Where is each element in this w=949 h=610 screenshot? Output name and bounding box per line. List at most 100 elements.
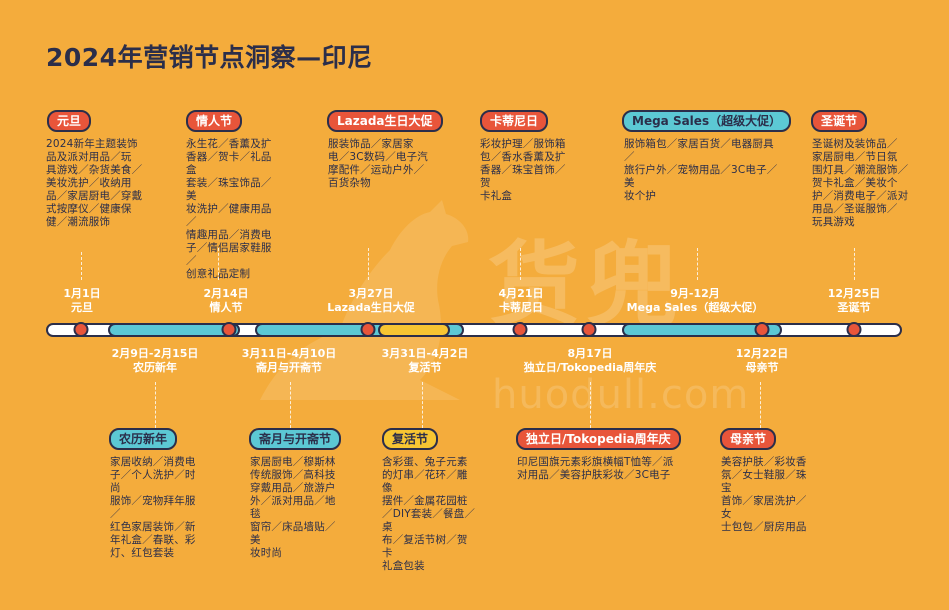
event-desc-mega-sales: 服饰箱包／家居百货／电器厨具／旅行户外／宠物用品／3C电子／美妆个护 (624, 138, 784, 203)
event-name: 独立日/Tokopedia周年庆 (523, 361, 657, 374)
event-tag-lazada: Lazada生日大促 (327, 110, 443, 132)
event-tag-mothers-day: 母亲节 (720, 428, 777, 450)
connector-line (155, 382, 156, 428)
desc-line: 创意礼品定制 (186, 268, 251, 280)
event-name: 斋月与开斋节 (256, 361, 322, 374)
event-desc-ramadan: 家居厨电／穆斯林传统服饰／高科技穿戴用品／旅游户外／派对用品／地毯窗帘／床品墙贴… (250, 456, 346, 560)
desc-line: 式按摩仪／健康保 (46, 203, 132, 215)
desc-line: 含彩蛋、兔子元素 (382, 456, 468, 468)
desc-line: 传统服饰／高科技 (250, 469, 336, 481)
desc-line: 印尼国旗元素彩旗横幅T恤等／派 (517, 456, 674, 468)
desc-line: 服饰／宠物拜年服／ (110, 495, 196, 520)
event-name: Lazada生日大促 (327, 301, 415, 314)
date-text: 3月31日-4月2日 (381, 347, 469, 360)
timeline-label-kartini: 4月21日卡蒂尼日 (499, 287, 544, 315)
event-name: 卡蒂尼日 (499, 301, 543, 314)
desc-line: 家居收纳／消费电 (110, 456, 196, 468)
desc-line: 妆洗护／健康用品／ (186, 203, 272, 228)
desc-line: 具游戏／杂货美食／ (46, 164, 143, 176)
desc-line: 美容护肤／彩妆香 (721, 456, 807, 468)
desc-line: 百货杂物 (328, 177, 371, 189)
event-desc-lunar-new-year: 家居收纳／消费电子／个人洗护／时尚服饰／宠物拜年服／红色家居装饰／新年礼盒／春联… (110, 456, 206, 560)
connector-line (290, 382, 291, 428)
desc-line: 摆件／金属花园桩 (382, 495, 468, 507)
connector-line (368, 248, 369, 280)
desc-line: 健／潮流服饰 (46, 216, 111, 228)
timeline-dot-independence (581, 322, 597, 337)
date-text: 3月27日 (348, 287, 394, 300)
timeline-range-mega-sales (622, 323, 782, 337)
desc-line: 士包包／厨房用品 (721, 521, 807, 533)
event-desc-new-year: 2024新年主题装饰品及派对用品／玩具游戏／杂货美食／美妆洗护／收纳用品／家居厨… (46, 138, 144, 229)
desc-line: 围灯具／潮流服饰／ (812, 164, 909, 176)
date-text: 9月-12月 (670, 287, 720, 300)
connector-line (81, 252, 82, 280)
event-name: 农历新年 (133, 361, 177, 374)
connector-line (760, 382, 761, 428)
desc-line: 妆时尚 (250, 547, 283, 559)
timeline-dot-mothers-day (754, 322, 770, 337)
event-tag-independence: 独立日/Tokopedia周年庆 (516, 428, 681, 450)
date-text: 1月1日 (63, 287, 101, 300)
desc-line: 贺卡礼盒／美妆个 (812, 177, 898, 189)
event-name: 母亲节 (745, 361, 779, 374)
desc-line: 用品／圣诞服饰／ (812, 203, 898, 215)
desc-line: 套装／珠宝饰品／美 (186, 177, 272, 202)
desc-line: 子／情侣居家鞋服／ (186, 242, 272, 267)
desc-line: 香器／珠宝首饰／贺 (480, 164, 566, 189)
desc-line: 妆个护 (624, 190, 657, 202)
desc-line: 摩配件／运动户外／ (328, 164, 425, 176)
event-name: 圣诞节 (837, 301, 871, 314)
event-desc-lazada: 服装饰品／家居家电／3C数码／电子汽摩配件／运动户外／百货杂物 (328, 138, 428, 190)
event-tag-mega-sales: Mega Sales（超级大促） (622, 110, 792, 132)
desc-line: 氛／女士鞋服／珠宝 (721, 469, 807, 494)
desc-line: 布／复活节树／贺卡 (382, 534, 468, 559)
event-desc-easter: 含彩蛋、兔子元素的灯串／花环／雕像摆件／金属花园桩／DIY套装／餐盘／桌布／复活… (382, 456, 478, 573)
event-desc-christmas: 圣诞树及装饰品／家居厨电／节日氛围灯具／潮流服饰／贺卡礼盒／美妆个护／消费电子／… (812, 138, 910, 229)
timeline-dot-valentines (221, 322, 237, 337)
desc-line: 子／个人洗护／时尚 (110, 469, 196, 494)
watermark-text: 货兜 (488, 232, 685, 339)
event-desc-independence: 印尼国旗元素彩旗横幅T恤等／派对用品／美容护肤彩妆／3C电子 (517, 456, 687, 482)
connector-line (422, 382, 423, 428)
desc-line: 首饰／家居洗护／女 (721, 495, 807, 520)
connector-line (697, 248, 698, 280)
timeline-label-independence: 8月17日独立日/Tokopedia周年庆 (524, 347, 657, 375)
watermark-url: huodull.com (492, 372, 750, 418)
timeline-dot-kartini (512, 322, 528, 337)
desc-line: 旅行户外／宠物用品／3C电子／美 (624, 164, 778, 189)
timeline-dot-new-year (73, 322, 89, 337)
connector-line (218, 248, 219, 280)
event-name: 复活节 (408, 361, 442, 374)
event-desc-kartini: 彩妆护理／服饰箱包／香水香薰及扩香器／珠宝首饰／贺卡礼盒 (480, 138, 576, 203)
desc-line: 电／3C数码／电子汽 (328, 151, 429, 163)
event-name: 情人节 (209, 301, 243, 314)
desc-line: 情趣用品／消费电 (186, 229, 272, 241)
desc-line: 礼盒包装 (382, 560, 425, 572)
timeline-label-mothers-day: 12月22日母亲节 (736, 347, 789, 375)
desc-line: 品／家居厨电／穿戴 (46, 190, 143, 202)
desc-line: 卡礼盒 (480, 190, 513, 202)
desc-line: 品及派对用品／玩 (46, 151, 132, 163)
desc-line: 家居厨电／节日氛 (812, 151, 898, 163)
desc-line: 服装饰品／家居家 (328, 138, 414, 150)
desc-line: 永生花／香薰及扩 (186, 138, 272, 150)
kangaroo-watermark-icon (260, 200, 469, 400)
event-tag-lunar-new-year: 农历新年 (109, 428, 178, 450)
desc-line: 灯、红包套装 (110, 547, 175, 559)
timeline-label-new-year: 1月1日元旦 (63, 287, 100, 315)
timeline-label-ramadan: 3月11日-4月10日斋月与开斋节 (242, 347, 337, 375)
timeline-range-lunar-new-year (108, 323, 240, 337)
event-tag-easter: 复活节 (382, 428, 439, 450)
timeline-label-easter: 3月31日-4月2日复活节 (382, 347, 469, 375)
event-name: Mega Sales（超级大促） (626, 301, 764, 314)
desc-line: 美妆洗护／收纳用 (46, 177, 132, 189)
desc-line: 窗帘／床品墙贴／美 (250, 521, 336, 546)
event-tag-christmas: 圣诞节 (811, 110, 868, 132)
desc-line: 护／消费电子／派对 (812, 190, 909, 202)
desc-line: 香器／贺卡／礼品盒 (186, 151, 272, 176)
event-desc-valentines: 永生花／香薰及扩香器／贺卡／礼品盒套装／珠宝饰品／美妆洗护／健康用品／情趣用品／… (186, 138, 282, 281)
event-tag-kartini: 卡蒂尼日 (480, 110, 549, 132)
